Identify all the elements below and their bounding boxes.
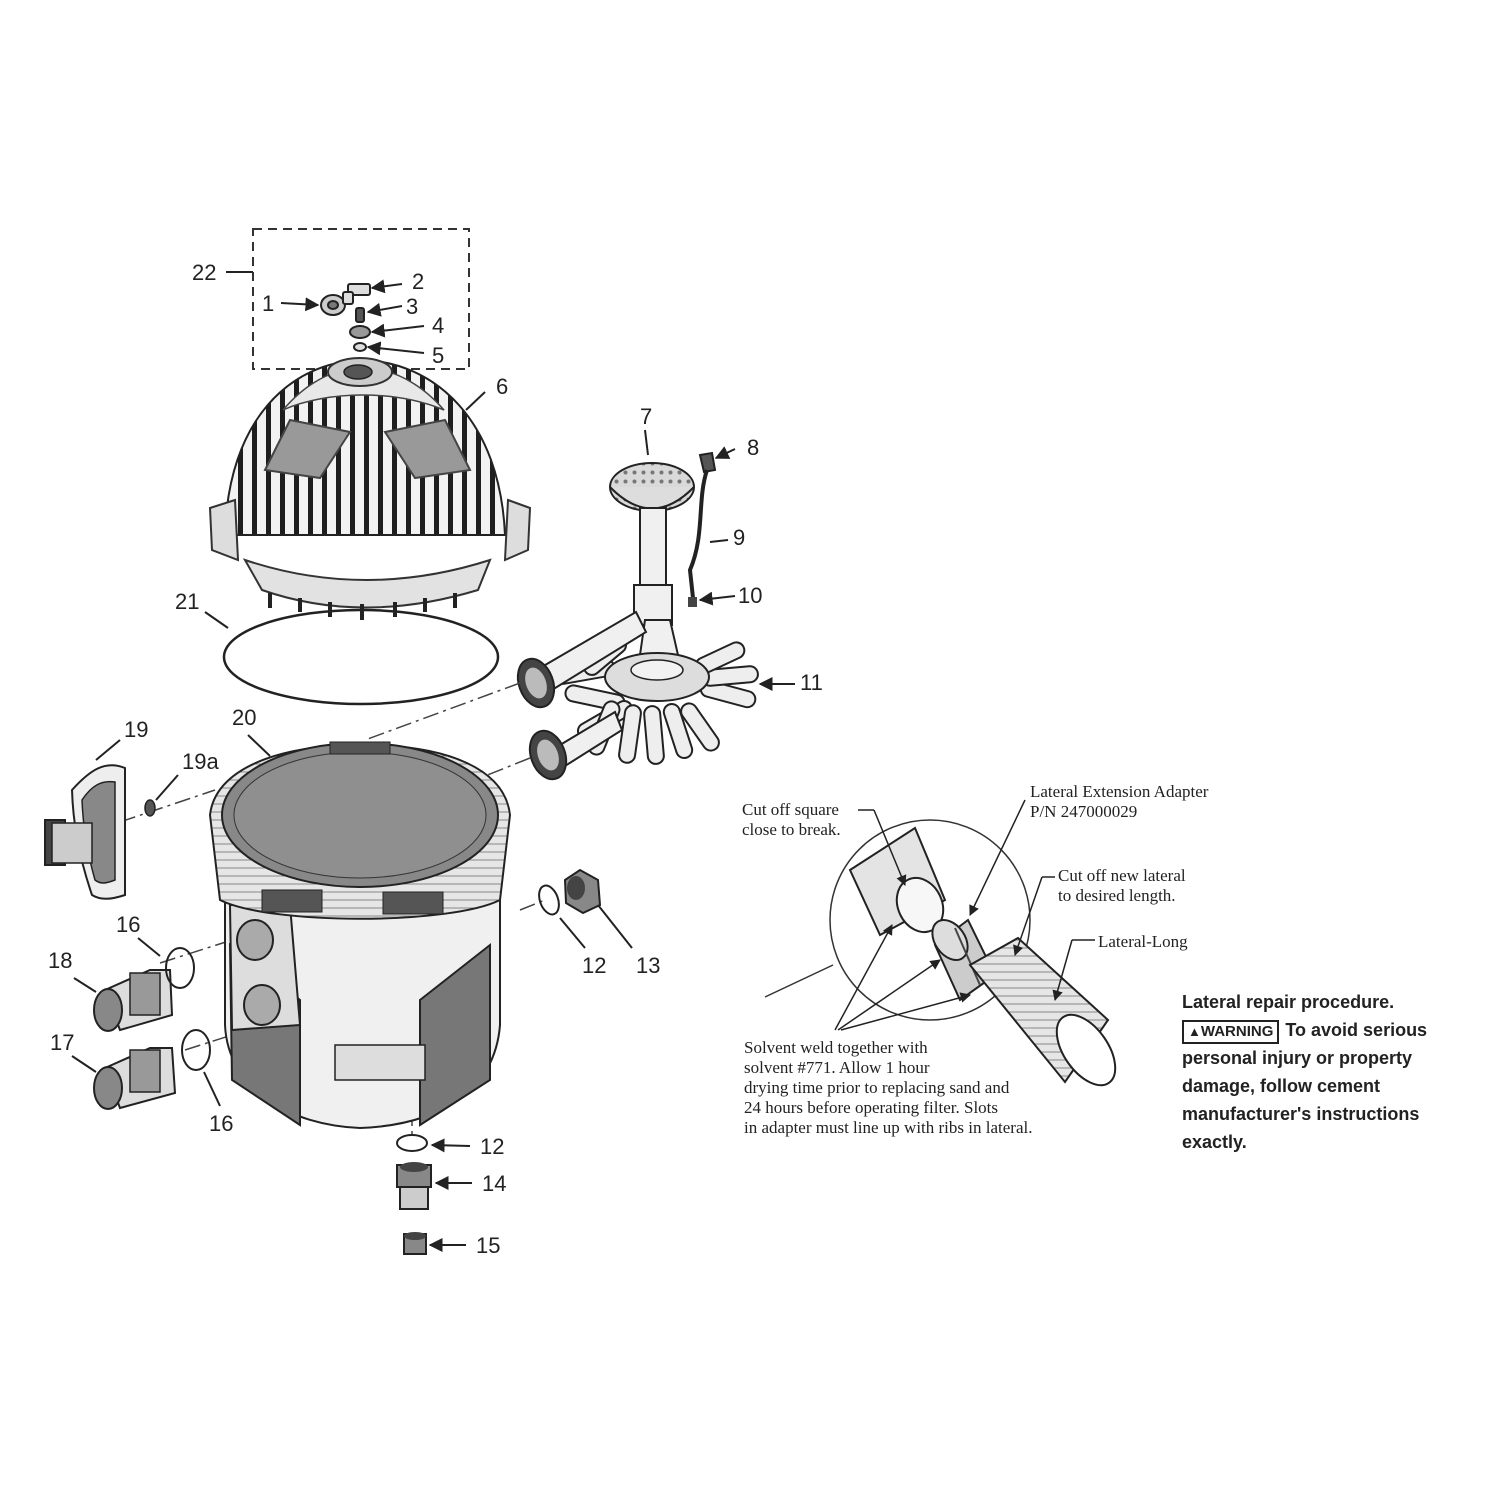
note-line: P/N 247000029 [1030, 802, 1138, 821]
manifold-pipes [538, 610, 648, 768]
warning-badge: ▲WARNING [1182, 1020, 1280, 1044]
note-adapter: Lateral Extension Adapter P/N 247000029 [1030, 782, 1208, 822]
callout-9: 9 [733, 525, 746, 550]
part-1-knob [320, 294, 346, 316]
warning-triangle-icon: ▲ [1188, 1024, 1201, 1039]
part-19a-screw [144, 799, 156, 817]
warning-text: To avoid serious personal injury or prop… [1182, 1020, 1428, 1152]
part-3-spring [355, 307, 365, 323]
note-line: Lateral-Long [1098, 932, 1188, 951]
callout-21: 21 [175, 589, 200, 614]
note-cut-new: Cut off new lateral to desired length. [1058, 866, 1186, 906]
part-12-o-ring-bottom [396, 1134, 428, 1152]
part-19-bracket [44, 764, 126, 900]
callout-20: 20 [232, 705, 257, 730]
note-line: Cut off square [742, 800, 839, 819]
note-lateral-long: Lateral-Long [1098, 932, 1188, 952]
callout-13: 13 [636, 953, 661, 978]
part-9-air-tube [687, 469, 709, 599]
part-18-union [93, 969, 174, 1032]
warning-label: WARNING [1200, 1023, 1274, 1040]
part-21-o-ring [222, 608, 500, 706]
callout-16-lower: 16 [209, 1111, 234, 1136]
callout-12-bottom: 12 [480, 1134, 505, 1159]
callout-3: 3 [406, 294, 419, 319]
part-6-dome-lid [208, 357, 532, 620]
part-16-o-ring-upper [165, 947, 195, 989]
leader-21 [204, 611, 229, 629]
callout-18: 18 [48, 948, 73, 973]
callout-12-side: 12 [582, 953, 607, 978]
part-20-tank [208, 741, 512, 1130]
note-solvent: Solvent weld together with solvent #771.… [744, 1038, 1032, 1138]
part-4-nut [349, 325, 371, 339]
callout-8: 8 [747, 435, 760, 460]
leader-20 [247, 734, 271, 757]
callout-2: 2 [412, 269, 425, 294]
part-8-cap [698, 451, 717, 474]
callout-1: 1 [262, 291, 275, 316]
valve-kit-box [252, 228, 470, 370]
callout-16-upper: 16 [116, 912, 141, 937]
leader-6 [465, 391, 486, 411]
callout-4: 4 [432, 313, 445, 338]
callout-15: 15 [476, 1233, 501, 1258]
part-10-fitting [688, 597, 697, 607]
callout-17: 17 [50, 1030, 75, 1055]
part-17-union [93, 1047, 177, 1110]
callout-11: 11 [800, 670, 823, 695]
part-13-plug [563, 868, 602, 915]
callout-14: 14 [482, 1171, 507, 1196]
note-line: in adapter must line up with ribs in lat… [744, 1118, 1033, 1137]
extension-adapter [931, 918, 997, 1002]
note-line: close to break. [742, 820, 841, 839]
note-cut-square: Cut off square close to break. [742, 800, 841, 840]
callout-5: 5 [432, 343, 445, 368]
part-5-washer [353, 342, 367, 352]
pipe-ends [516, 657, 568, 781]
repair-title: Lateral repair procedure. [1182, 992, 1395, 1012]
part-12-o-ring-side [538, 884, 560, 916]
note-line: Cut off new lateral [1058, 866, 1186, 885]
callout-19a: 19a [182, 749, 219, 774]
note-line: to desired length. [1058, 886, 1176, 905]
callout-6: 6 [496, 374, 509, 399]
lateral-repair-detail [764, 799, 1117, 1087]
note-line: drying time prior to replacing sand and [744, 1078, 1010, 1097]
part-16-o-ring-lower [181, 1029, 211, 1071]
part-14-drain-fitting [396, 1162, 432, 1210]
callout-22: 22 [192, 260, 217, 285]
part-7-diffuser [609, 462, 695, 512]
part-2-elbow [342, 283, 371, 305]
callout-19: 19 [124, 717, 149, 742]
note-line: Lateral Extension Adapter [1030, 782, 1209, 801]
standpipe-assembly [633, 507, 680, 656]
note-line: Solvent weld together with [744, 1038, 928, 1057]
lateral-long [968, 936, 1117, 1087]
callout-10: 10 [738, 583, 763, 608]
note-line: solvent #771. Allow 1 hour [744, 1058, 930, 1077]
part-15-drain-plug [403, 1232, 427, 1255]
callout-7: 7 [640, 404, 653, 429]
note-line: 24 hours before operating filter. Slots [744, 1098, 999, 1117]
